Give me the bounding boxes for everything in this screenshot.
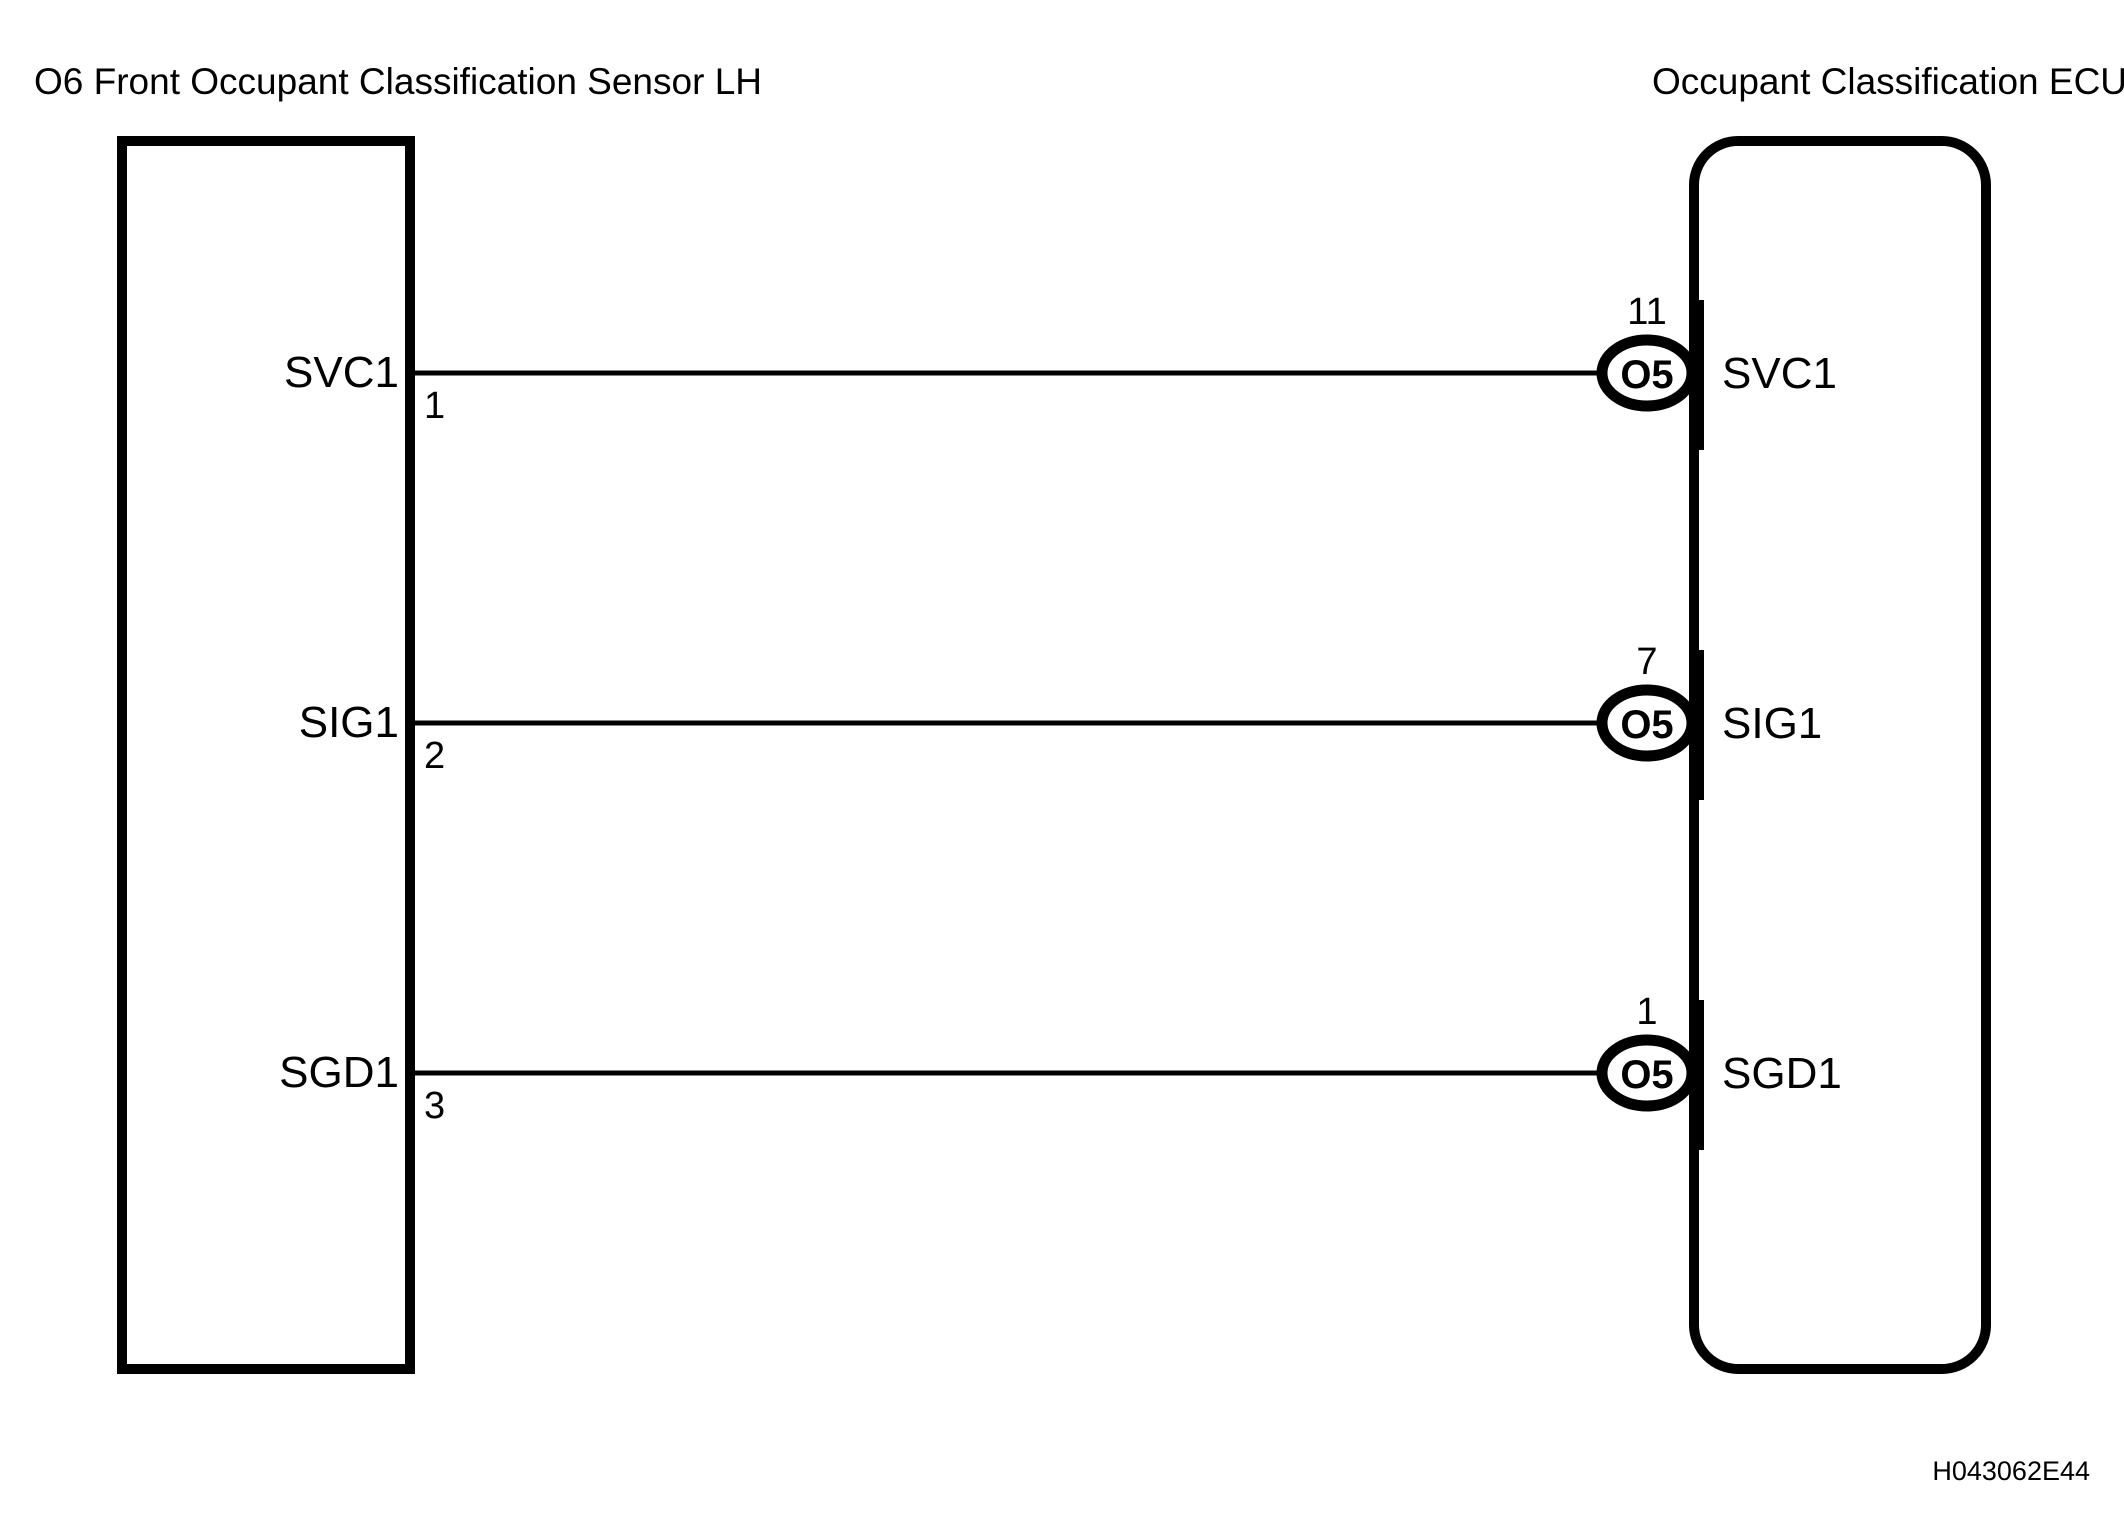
right-signal-label-svc1: SVC1	[1722, 349, 1837, 398]
connector-code-sgd1: O5	[1620, 1053, 1673, 1097]
connection-row-sig1: SIG1 2 7 O5 SIG1	[299, 641, 1822, 800]
left-pin-number-sgd1: 3	[424, 1085, 445, 1127]
right-signal-label-sig1: SIG1	[1722, 699, 1822, 748]
connection-row-svc1: SVC1 1 11 O5 SVC1	[284, 291, 1837, 450]
right-pin-number-sig1: 7	[1636, 641, 1657, 683]
connector-badge-svc1	[1596, 334, 1698, 412]
left-component-title: O6 Front Occupant Classification Sensor …	[34, 61, 762, 102]
connector-code-sig1: O5	[1620, 703, 1673, 747]
right-component-title: Occupant Classification ECU	[1652, 61, 2124, 102]
left-component-box	[117, 136, 415, 1374]
connector-code-svc1: O5	[1620, 353, 1673, 397]
footer-reference-code: H043062E44	[1932, 1456, 2090, 1486]
left-signal-label-sgd1: SGD1	[279, 1048, 399, 1097]
connection-row-sgd1: SGD1 3 1 O5 SGD1	[279, 991, 1842, 1150]
right-component-box	[1689, 136, 1991, 1374]
left-signal-label-svc1: SVC1	[284, 348, 399, 397]
connector-badge-sgd1	[1596, 1034, 1698, 1112]
connector-badge-sig1	[1596, 684, 1698, 762]
left-pin-number-svc1: 1	[424, 385, 445, 427]
right-pin-number-svc1: 11	[1627, 291, 1666, 333]
right-pin-number-sgd1: 1	[1636, 991, 1657, 1033]
right-signal-label-sgd1: SGD1	[1722, 1049, 1842, 1098]
left-pin-number-sig1: 2	[424, 735, 445, 777]
left-signal-label-sig1: SIG1	[299, 698, 399, 747]
